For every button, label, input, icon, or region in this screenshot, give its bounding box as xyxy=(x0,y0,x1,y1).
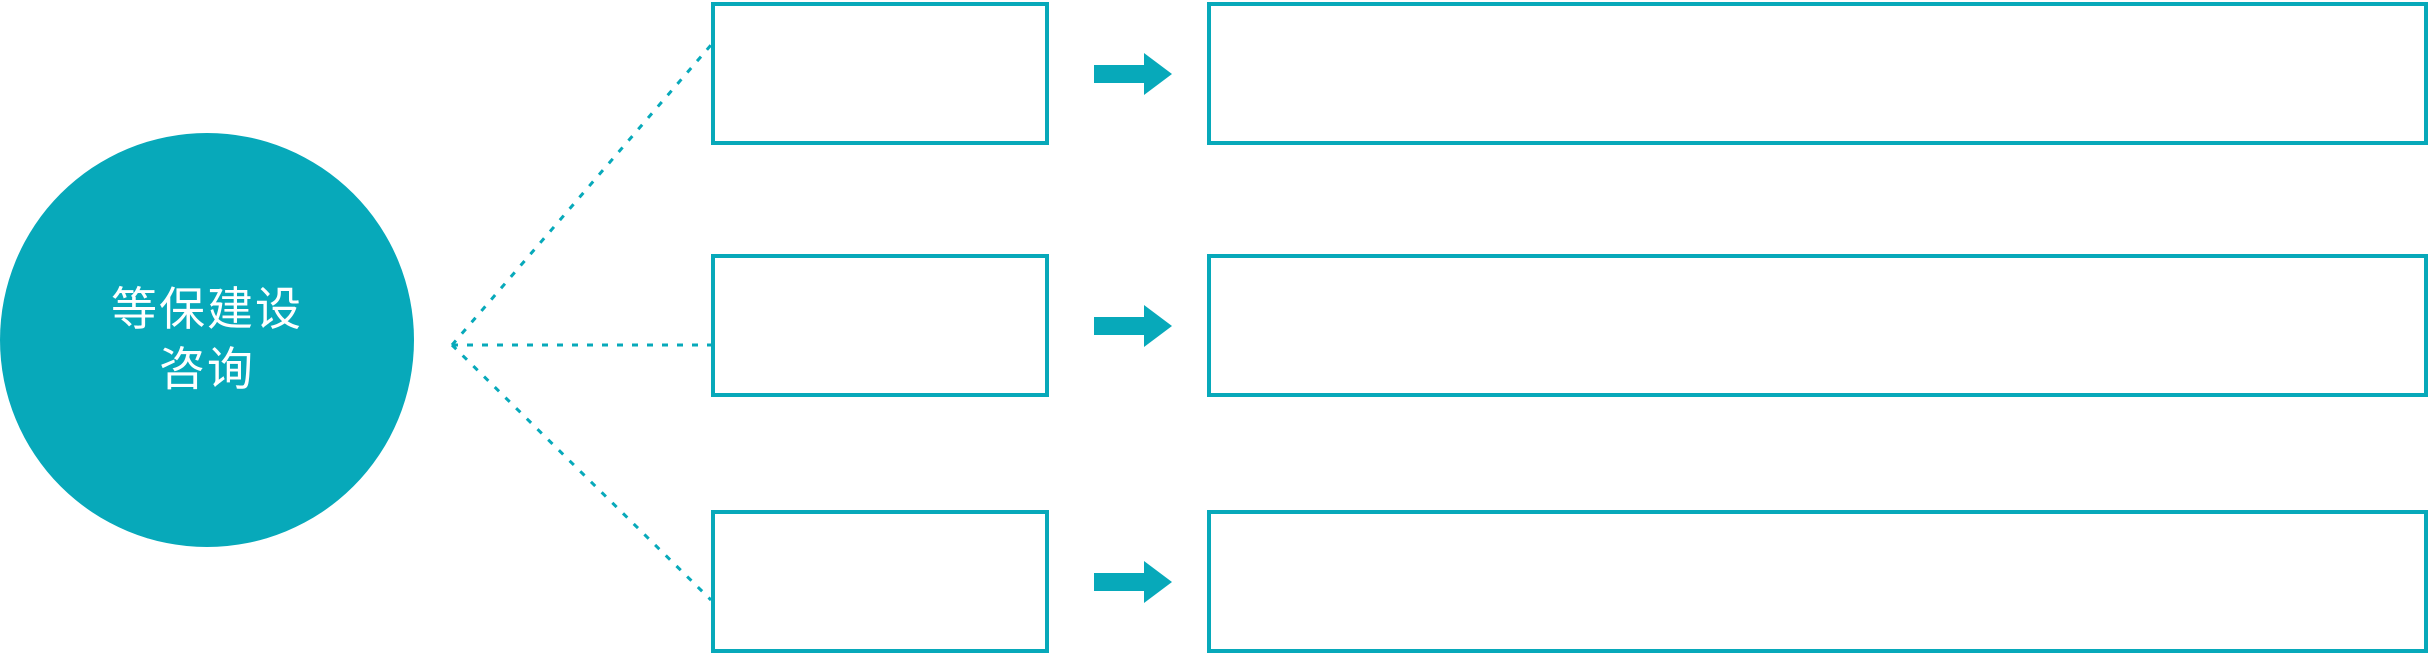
stage-box-1-label xyxy=(715,6,1045,26)
right-arrow-icon xyxy=(1094,561,1172,603)
stage-box-2[interactable] xyxy=(711,254,1049,397)
stage-box-3-label xyxy=(715,514,1045,534)
hub-circle[interactable]: 等保建设 咨询 xyxy=(0,133,414,547)
stage-box-2-label xyxy=(715,258,1045,278)
right-arrow-icon xyxy=(1094,305,1172,347)
hub-title-line-2: 咨询 xyxy=(159,343,255,395)
hub-title-line-1: 等保建设 xyxy=(111,283,303,336)
right-arrow-icon xyxy=(1094,53,1172,95)
detail-box-1[interactable] xyxy=(1207,2,2428,145)
detail-box-2-label xyxy=(1211,258,2424,278)
detail-box-3[interactable] xyxy=(1207,510,2428,653)
connector-line-bottom xyxy=(450,343,713,602)
connector-line-top xyxy=(450,44,713,346)
detail-box-2[interactable] xyxy=(1207,254,2428,397)
stage-box-1[interactable] xyxy=(711,2,1049,145)
detail-box-1-label xyxy=(1211,6,2424,26)
detail-box-3-label xyxy=(1211,514,2424,534)
stage-box-3[interactable] xyxy=(711,510,1049,653)
